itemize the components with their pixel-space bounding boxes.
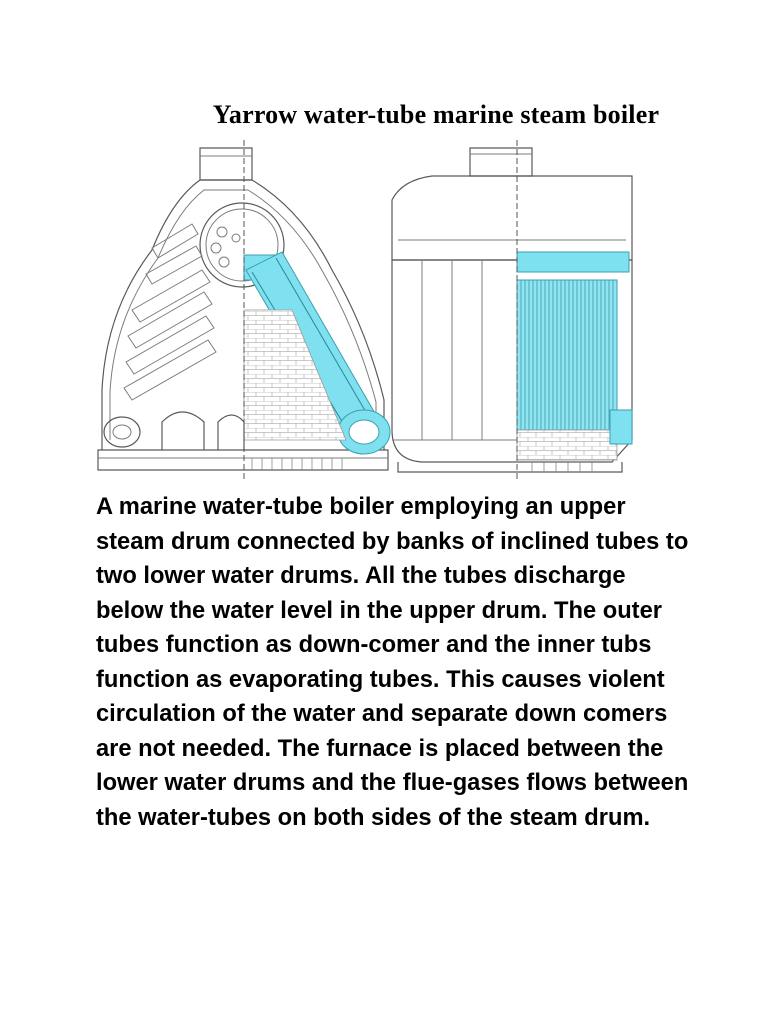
description-paragraph: A marine water-tube boiler employing an … (96, 494, 689, 831)
side-section-view (391, 140, 633, 480)
page-title: Yarrow water-tube marine steam boiler (212, 100, 660, 129)
front-section-view (97, 140, 391, 480)
boiler-illustration (97, 140, 633, 480)
